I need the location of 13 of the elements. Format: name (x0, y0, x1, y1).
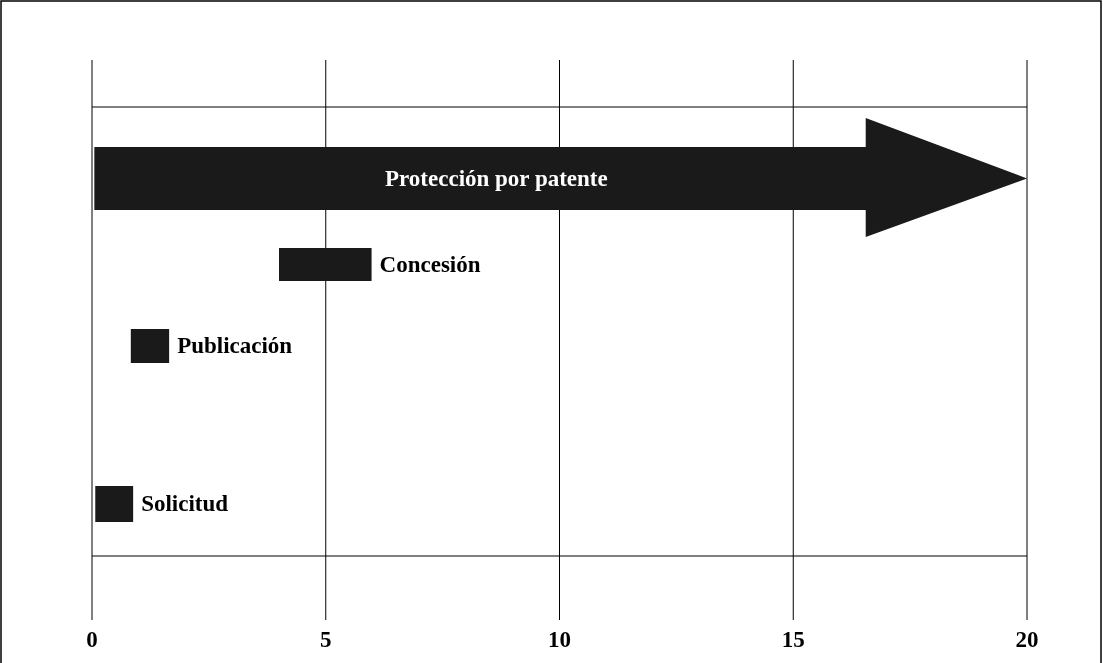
arrow-label: Protección por patente (385, 166, 608, 190)
axis-tick-label: 0 (86, 628, 98, 651)
axis-tick-label: 20 (1015, 628, 1039, 651)
bar-label: Solicitud (141, 492, 229, 515)
bar-label: Publicación (177, 334, 293, 357)
timeline-bar (130, 329, 170, 363)
axis-tick-label: 10 (548, 628, 571, 651)
arrow-shape (94, 118, 1027, 237)
bar-label: Concesión (379, 252, 481, 276)
axis-tick-label: 5 (320, 628, 332, 651)
axis-tick-label: 15 (781, 628, 805, 651)
timeline-bar (95, 486, 134, 522)
timeline-bar (279, 248, 372, 281)
